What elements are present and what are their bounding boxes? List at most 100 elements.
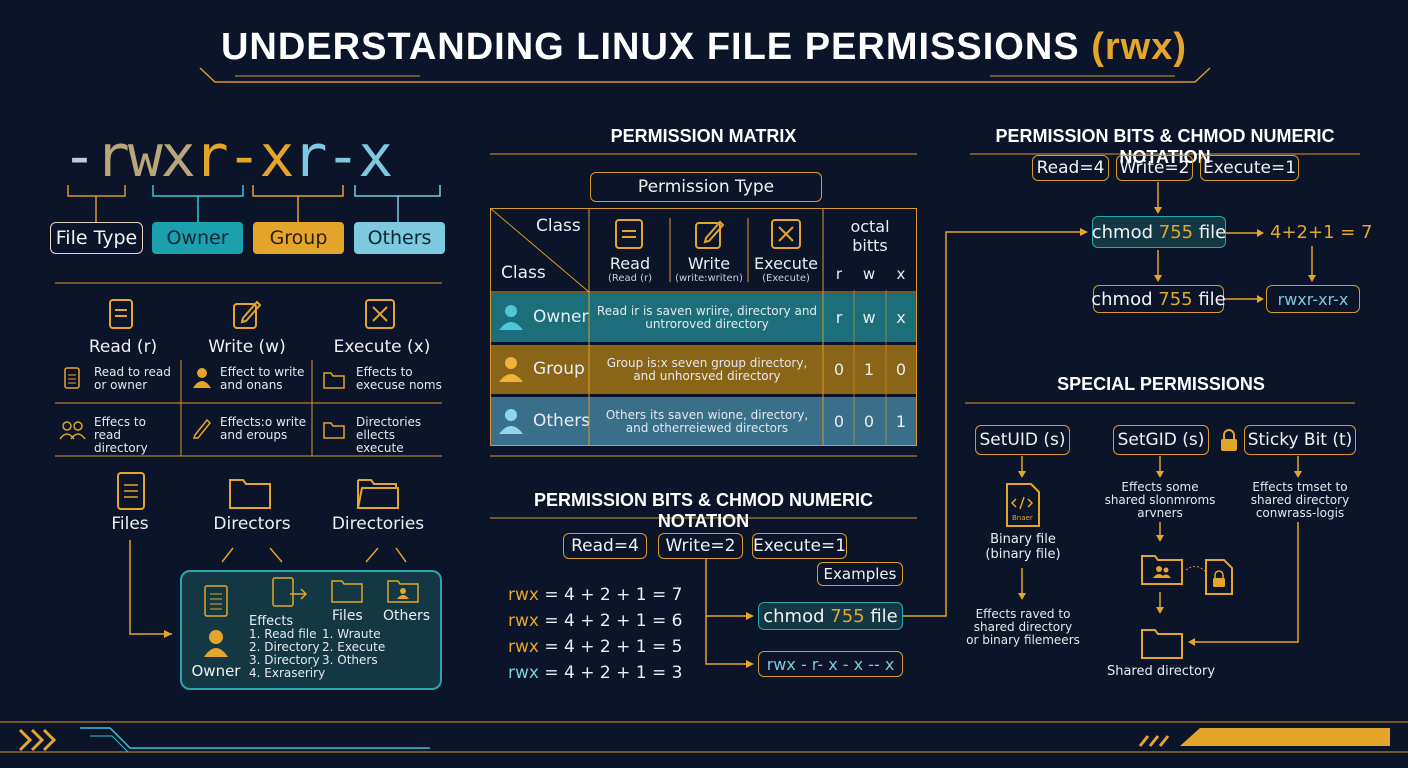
chmod-cmd: chmod xyxy=(1091,221,1159,243)
octal-header: octal bitts xyxy=(850,217,890,255)
row-owner-bit-w: w xyxy=(862,307,876,327)
pencil-icon xyxy=(192,418,212,439)
chmod-num: 755 xyxy=(1158,221,1194,243)
line-rhs: = 4 + 2 + 1 = 7 xyxy=(544,585,683,605)
perm-char-group: r-x xyxy=(193,122,295,190)
sticky-box: Sticky Bit (t) xyxy=(1244,425,1356,455)
read-icon xyxy=(109,299,133,329)
doc-icon xyxy=(204,585,228,617)
type-directors: Directors xyxy=(213,514,291,534)
line-rhs: = 4 + 2 + 1 = 6 xyxy=(544,611,683,631)
value-write: Write=2 xyxy=(1116,155,1193,181)
panel-effects-title: Effects xyxy=(249,614,294,629)
col-execute-sub: (Execute) xyxy=(762,273,810,284)
value-read: Read=4 xyxy=(563,533,647,559)
type-directories: Directories xyxy=(331,514,425,534)
perm-char-owner: rwx xyxy=(94,122,196,190)
notation-lines: rwx = 4 + 2 + 1 = 7 rwx = 4 + 2 + 1 = 6 … xyxy=(508,582,682,686)
col-read: Read (Read (r) xyxy=(590,254,670,284)
row-others-bit-x: 1 xyxy=(895,411,907,431)
users-icon xyxy=(59,421,86,440)
user-icon xyxy=(499,409,523,434)
panel-files-list: 1. Wraute 2. Execute 3. Others xyxy=(322,628,402,667)
line-lhs: rwx xyxy=(508,637,539,657)
locked-file-icon xyxy=(1205,559,1233,595)
row-group-bit-r: 0 xyxy=(833,359,845,379)
perm-char-type: - xyxy=(62,122,97,190)
row-owner-bit-r: r xyxy=(835,307,843,327)
permission-string: -rwxr-xr-x xyxy=(62,122,393,190)
file-item: 1. Wraute xyxy=(322,627,381,641)
lock-icon xyxy=(1221,429,1237,451)
page-title: UNDERSTANDING LINUX FILE PERMISSIONS (rw… xyxy=(0,26,1408,69)
col-read-label: Read xyxy=(609,254,651,273)
grid-cell-read-1: Read to read or owner xyxy=(94,365,171,392)
user-folder-icon xyxy=(387,580,419,603)
row-owner-name: Owner xyxy=(533,307,589,327)
file-type-label: File Type xyxy=(50,222,143,254)
value-execute: Execute=1 xyxy=(752,533,847,559)
grid-cell-write-1: Effect to write and onans xyxy=(220,365,305,392)
matrix-row-others xyxy=(491,397,916,445)
group-folder-icon xyxy=(1141,555,1183,585)
chmod-right-1: chmod 755 file xyxy=(1092,216,1226,248)
header-execute: Execute (x) xyxy=(333,337,431,357)
matrix-title: PERMISSION MATRIX xyxy=(610,126,797,146)
chmod-mid: chmod 755 file xyxy=(758,602,903,630)
group-label: Group xyxy=(253,222,344,254)
title-accent: (rwx) xyxy=(1091,26,1188,68)
execute-icon xyxy=(771,219,801,249)
header-read: Read (r) xyxy=(88,337,158,357)
row-separators xyxy=(588,290,887,446)
bit-header-x: x xyxy=(896,265,906,283)
file-item: 3. Others xyxy=(322,653,378,667)
panel-owner: Owner xyxy=(191,662,241,680)
result-mid: rwx - r- x - x -- x xyxy=(758,651,903,677)
effect-item: 1. Read file xyxy=(249,627,317,641)
user-icon xyxy=(204,630,228,657)
result-mid-text: rwx - r- x - x -- x xyxy=(766,654,895,674)
result-right: rwxr-xr-x xyxy=(1266,285,1360,313)
row-group-desc: Group is:x seven group directory, and un… xyxy=(606,356,808,383)
line-rhs: = 4 + 2 + 1 = 3 xyxy=(544,663,683,683)
chmod-num: 755 xyxy=(830,605,865,627)
setgid-box: SetGID (s) xyxy=(1113,425,1209,455)
title-main: UNDERSTANDING LINUX FILE PERMISSIONS xyxy=(220,26,1080,68)
write-icon xyxy=(695,220,725,249)
notation-line: rwx = 4 + 2 + 1 = 6 xyxy=(508,608,682,634)
matrix-corner-bottom: Class xyxy=(501,263,546,283)
folder-icon xyxy=(323,372,345,389)
effect-item: 3. Directory xyxy=(249,653,320,667)
line-lhs: rwx xyxy=(508,585,539,605)
chmod-file: file xyxy=(1192,288,1226,310)
binary-file-label: Binary file (binary file) xyxy=(985,532,1061,562)
folder-icon xyxy=(229,479,271,509)
write-icon xyxy=(233,300,262,329)
permission-type-header: Permission Type xyxy=(590,172,822,202)
panel-others: Others xyxy=(383,608,431,624)
col-execute: Execute (Execute) xyxy=(748,254,824,284)
chmod-file: file xyxy=(864,605,898,627)
line-lhs: rwx xyxy=(508,663,539,683)
file-item: 2. Execute xyxy=(322,640,386,654)
folder-icon xyxy=(323,422,345,439)
notation-line: rwx = 4 + 2 + 1 = 7 xyxy=(508,582,682,608)
panel-effects-list: 1. Read file 2. Directory 3. Directory 4… xyxy=(249,628,329,680)
col-execute-label: Execute xyxy=(754,254,818,273)
row-group-bit-w: 1 xyxy=(863,359,875,379)
user-icon xyxy=(499,305,523,330)
value-read: Read=4 xyxy=(1032,155,1109,181)
row-others-bit-w: 0 xyxy=(863,411,875,431)
file-transfer-icon xyxy=(272,577,308,607)
sticky-effect: Effects tmset to shared directory conwra… xyxy=(1250,480,1350,520)
grid-cell-exec-1: Effects to execuse noms xyxy=(356,365,442,392)
special-title: SPECIAL PERMISSIONS xyxy=(1057,374,1265,394)
setgid-effect: Effects some shared slonmroms arvners xyxy=(1104,480,1216,520)
chmod-right-2: chmod 755 file xyxy=(1091,285,1226,313)
matrix-row-owner xyxy=(491,293,916,342)
grid-cell-exec-2: Directories ellects execute xyxy=(356,415,422,455)
read-icon xyxy=(615,219,643,249)
type-files: Files xyxy=(111,514,149,534)
binary-icon-label: Bnaer xyxy=(1012,514,1033,522)
permission-matrix-table xyxy=(490,208,917,446)
